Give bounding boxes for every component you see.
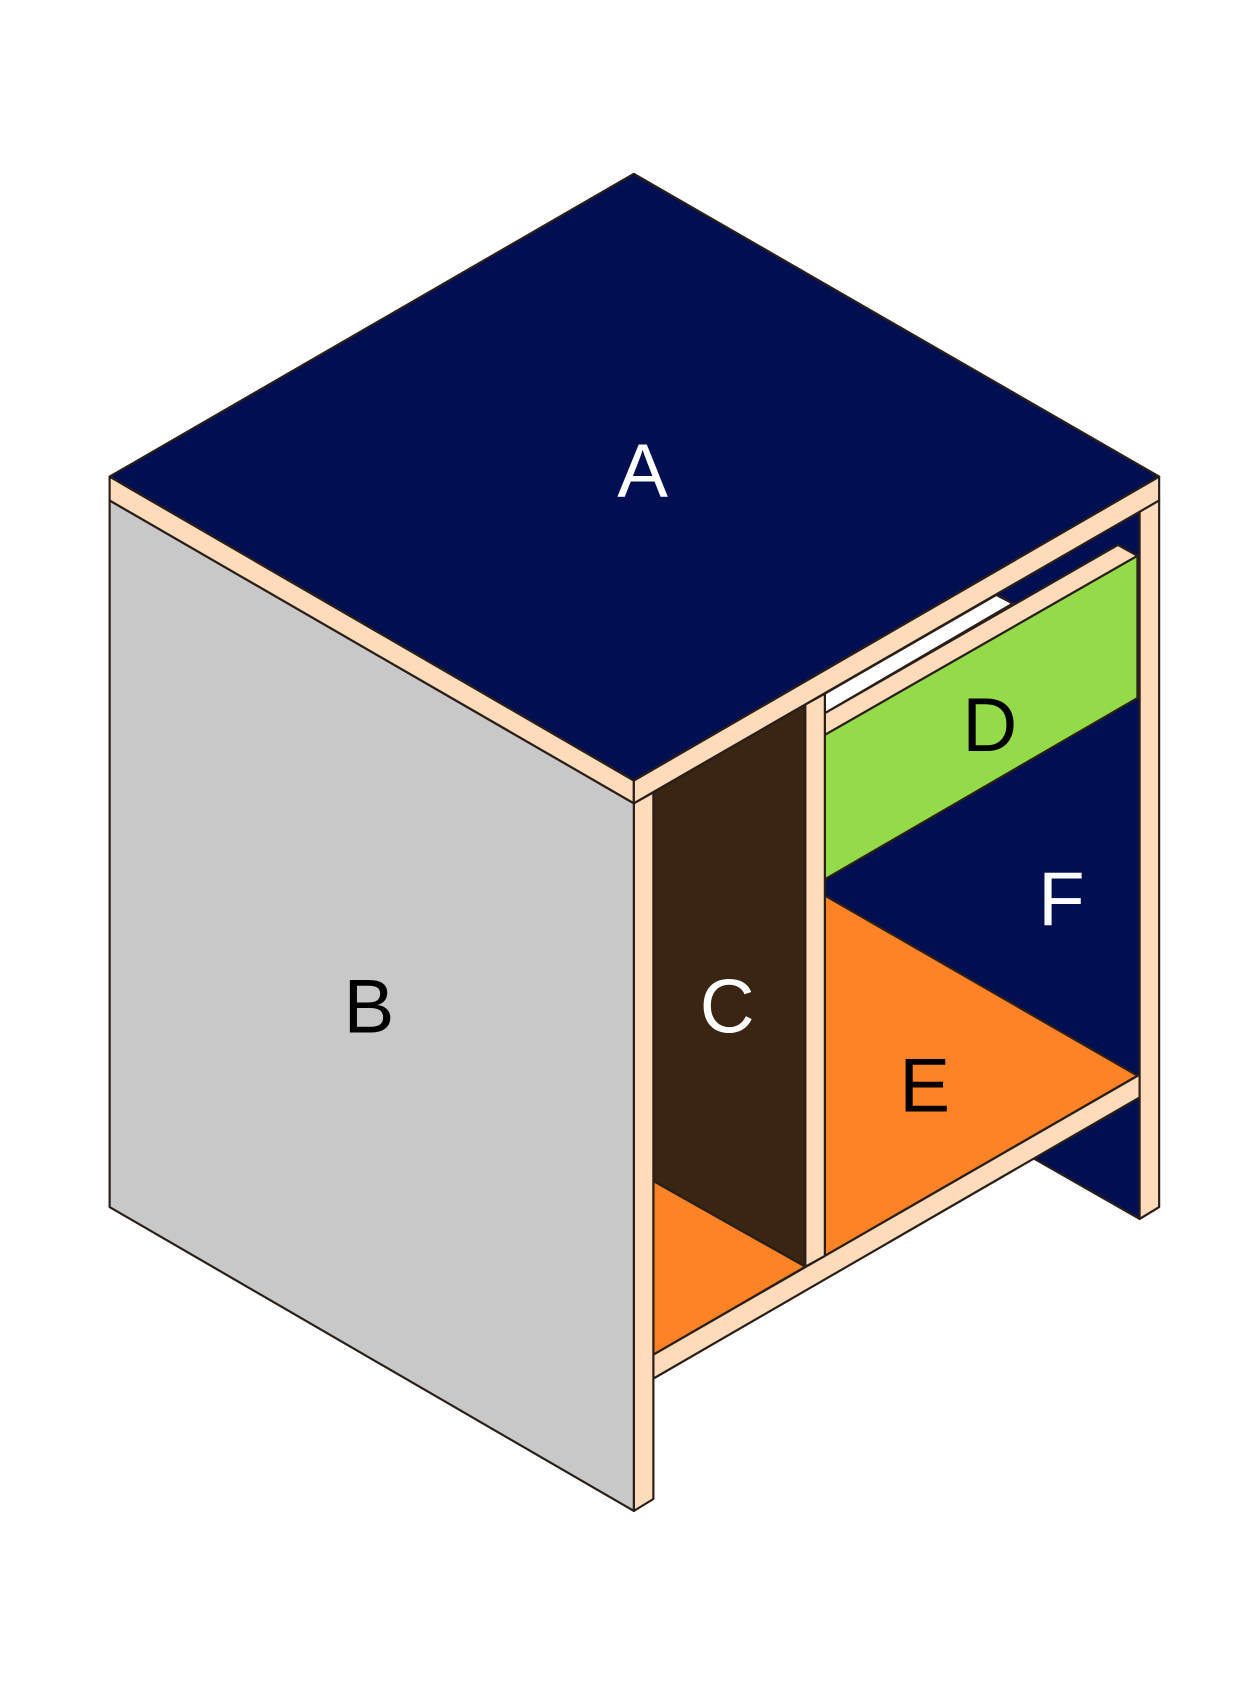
label-c: C bbox=[700, 964, 755, 1049]
label-a: A bbox=[617, 429, 668, 514]
front-post bbox=[632, 791, 655, 1513]
label-e: E bbox=[899, 1044, 950, 1129]
divider-post bbox=[804, 692, 826, 1268]
label-f: F bbox=[1038, 857, 1084, 942]
label-d: D bbox=[962, 683, 1017, 768]
label-b: B bbox=[344, 964, 395, 1049]
panel-a bbox=[108, 172, 1161, 782]
right-post bbox=[1138, 499, 1161, 1221]
